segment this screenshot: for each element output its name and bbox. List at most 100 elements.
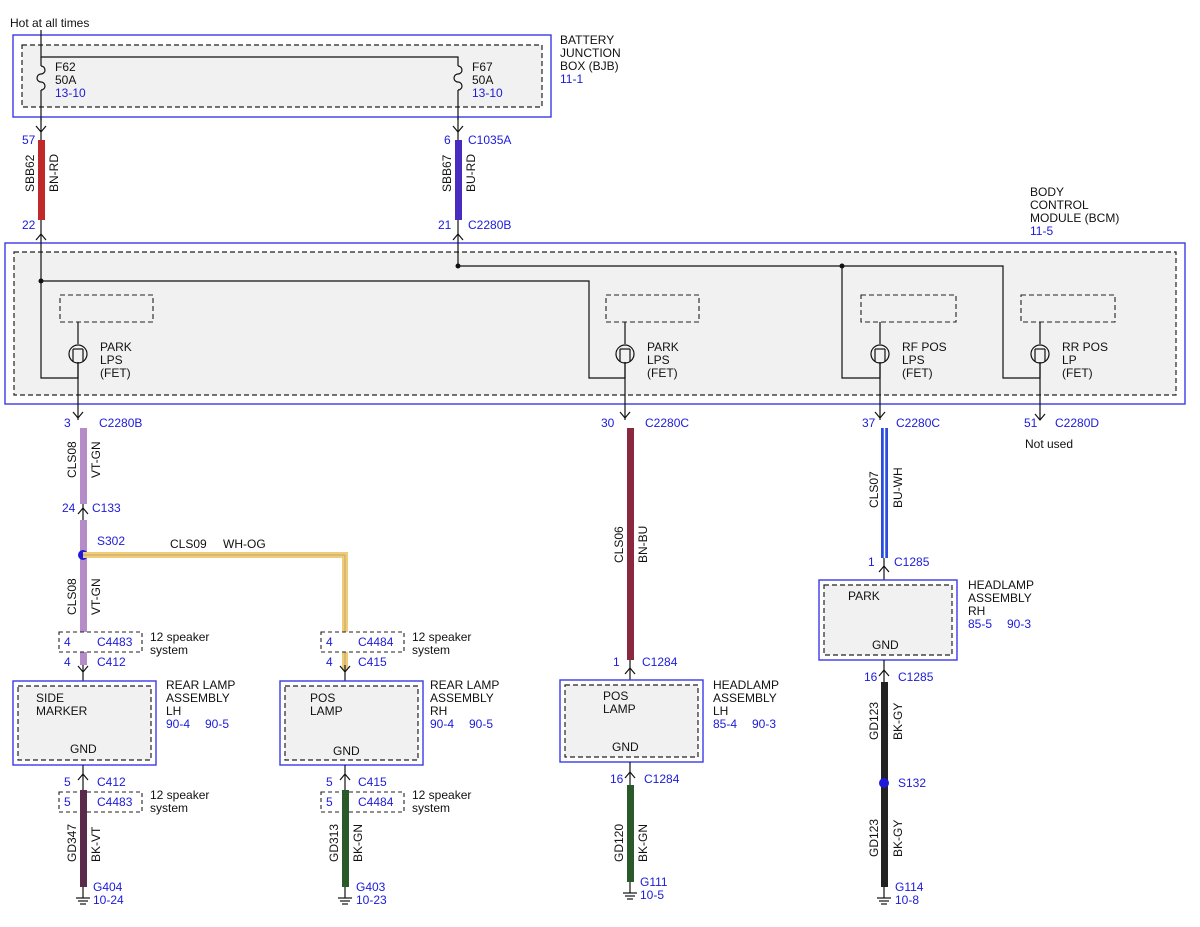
hl-lh-ref-2: 90-3 bbox=[752, 717, 776, 731]
out4-connector-icon bbox=[1034, 413, 1046, 421]
inline-pin: 24 bbox=[62, 501, 76, 515]
hl-rh-splice: S132 bbox=[898, 776, 926, 790]
fuse-f62-ref: 13-10 bbox=[55, 86, 86, 100]
feed1-circuit: SBB62 bbox=[23, 154, 37, 192]
wire-cls08-lower bbox=[80, 520, 87, 665]
hl-lh-ground: G111 bbox=[640, 875, 668, 889]
lh-gspk-conn: C4483 bbox=[97, 795, 133, 809]
hl-lh-gnd: GND bbox=[612, 740, 639, 754]
fet1-label-3: (FET) bbox=[100, 366, 131, 380]
fuse-f67-rating: 50A bbox=[472, 73, 493, 87]
hl-rh-ground: G114 bbox=[895, 880, 924, 894]
s132-splice-icon bbox=[879, 778, 889, 788]
rh-ground: G403 bbox=[356, 880, 386, 894]
rh-conn: C415 bbox=[358, 655, 387, 669]
out1-conn: C2280B bbox=[99, 416, 142, 430]
hl-rh-title-1: HEADLAMP bbox=[968, 578, 1034, 592]
lh-ref-1: 90-4 bbox=[166, 717, 190, 731]
headlamp-rh-inner bbox=[823, 584, 953, 656]
fuse-f62-icon bbox=[36, 65, 46, 91]
connector-21-icon bbox=[452, 233, 464, 241]
rh-inner-1: POS bbox=[310, 691, 335, 705]
rh-spk-pin: 4 bbox=[326, 635, 333, 649]
bcm-title-3: MODULE (BCM) bbox=[1030, 211, 1119, 225]
hl-rh-gcolor2: BK-GY bbox=[891, 820, 905, 857]
rh-ground-ref: 10-23 bbox=[356, 893, 387, 907]
fuse-f67-ref: 13-10 bbox=[472, 86, 503, 100]
lh-gcircuit: GD347 bbox=[65, 824, 79, 862]
lh-spk-conn: C4483 bbox=[97, 635, 133, 649]
hl-rh-inner-1: PARK bbox=[848, 589, 880, 603]
hl-lh-gpin: 16 bbox=[610, 772, 624, 786]
hl-rh-gcolor: BK-GY bbox=[891, 703, 905, 740]
fet1-gate bbox=[59, 294, 154, 323]
wire-cls06 bbox=[627, 428, 634, 660]
fet4-gate bbox=[1020, 294, 1116, 323]
out4-note: Not used bbox=[1025, 437, 1073, 451]
lh-speaker-connector bbox=[58, 631, 143, 653]
bjb-ref: 11-1 bbox=[560, 72, 583, 86]
feed2-circuit: SBB67 bbox=[440, 154, 454, 192]
hl-lh-title-1: HEADLAMP bbox=[713, 678, 779, 692]
hl-lh-inner-2: LAMP bbox=[603, 702, 636, 716]
rh-spk-note-2: system bbox=[412, 643, 450, 657]
rh-gspk-note-1: 12 speaker bbox=[412, 788, 471, 802]
lh-gnd-connector-icon bbox=[77, 773, 89, 781]
fet4-label-1: RR POS bbox=[1062, 340, 1108, 354]
lh-inner-2: MARKER bbox=[36, 704, 88, 718]
lh-title-1: REAR LAMP bbox=[166, 678, 235, 692]
out1-connector-icon bbox=[72, 411, 84, 419]
rh-gnd-speaker-connector bbox=[320, 791, 405, 813]
hl-rh-gcircuit2: GD123 bbox=[867, 819, 881, 857]
fet4-label-3: (FET) bbox=[1062, 366, 1093, 380]
hl-lh-ground-ref: 10-5 bbox=[640, 888, 664, 902]
hl-rh-gcircuit: GD123 bbox=[867, 702, 881, 740]
lh-gspk-note-1: 12 speaker bbox=[150, 788, 209, 802]
lh-spk-note-1: 12 speaker bbox=[150, 630, 209, 644]
fet3-gate bbox=[860, 294, 957, 323]
rh-gnd-connector-icon bbox=[339, 773, 351, 781]
rh-spk-conn: C4484 bbox=[358, 635, 394, 649]
lh-gnd-speaker-connector bbox=[58, 791, 143, 813]
feed1-pin-top: 57 bbox=[22, 133, 36, 147]
out1-circuit: CLS08 bbox=[65, 441, 79, 478]
out2-circuit: CLS06 bbox=[612, 526, 626, 563]
fet4-label-2: LP bbox=[1062, 353, 1077, 367]
rear-lamp-rh-inner bbox=[284, 685, 419, 761]
lh-ground: G404 bbox=[93, 880, 123, 894]
hl-rh-title-2: ASSEMBLY bbox=[968, 591, 1032, 605]
rh-ref-2: 90-5 bbox=[469, 717, 493, 731]
rh-gcircuit: GD313 bbox=[327, 824, 341, 862]
hot-label: Hot at all times bbox=[10, 16, 89, 30]
lh-gspk-note-2: system bbox=[150, 801, 188, 815]
fet2-gate bbox=[605, 294, 700, 323]
out3-color: BU-WH bbox=[891, 467, 905, 508]
feed1-color: BN-RD bbox=[47, 154, 61, 192]
fet3-label-1: RF POS bbox=[902, 340, 947, 354]
lh-gspk-pin: 5 bbox=[64, 795, 71, 809]
rh-gpin: 5 bbox=[326, 775, 333, 789]
g404-ground-icon bbox=[76, 887, 90, 905]
wire-cls07 bbox=[881, 428, 888, 558]
lh-conn: C412 bbox=[97, 655, 126, 669]
lh-title-3: LH bbox=[166, 704, 181, 718]
bcm-title-2: CONTROL bbox=[1030, 198, 1089, 212]
hl-lh-gcolor: BK-GN bbox=[636, 824, 650, 862]
inline-conn: C133 bbox=[92, 501, 121, 515]
lh-gpin: 5 bbox=[64, 775, 71, 789]
out3-circuit: CLS07 bbox=[867, 471, 881, 508]
rh-title-1: REAR LAMP bbox=[430, 678, 499, 692]
hl-lh-ref-1: 85-4 bbox=[713, 717, 737, 731]
fet2-label-1: PARK bbox=[647, 340, 679, 354]
branch-circuit: CLS09 bbox=[170, 537, 207, 551]
out2-pin: 30 bbox=[601, 416, 615, 430]
fet2-label-2: LPS bbox=[647, 353, 670, 367]
feed2-pin-top: 6 bbox=[444, 133, 451, 147]
wire-gd347 bbox=[80, 790, 87, 887]
rh-gnd: GND bbox=[333, 744, 360, 758]
hot-bus bbox=[40, 30, 459, 66]
rh-gspk-note-2: system bbox=[412, 801, 450, 815]
rh-title-3: RH bbox=[430, 704, 447, 718]
bjb-title-1: BATTERY bbox=[560, 33, 614, 47]
feed2-conn-bottom: C2280B bbox=[468, 218, 511, 232]
